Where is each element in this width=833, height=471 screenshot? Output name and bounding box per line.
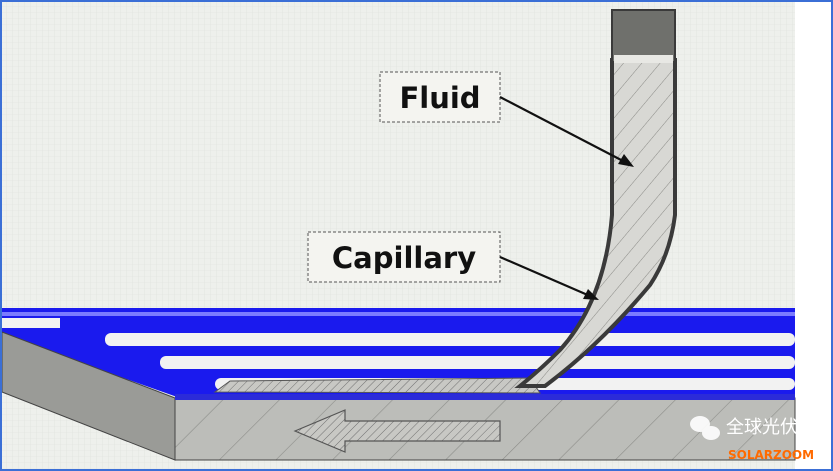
- watermark-wechat-name: 全球光伏: [726, 417, 798, 438]
- finger-stripe: [160, 356, 795, 369]
- capillary-leader-line: [499, 255, 591, 298]
- capillary-label-box: [307, 231, 501, 283]
- deposited-fluid: [213, 377, 541, 394]
- watermark-brand: SOLARZOOM: [728, 448, 814, 462]
- fluid-leader-line: [499, 96, 626, 163]
- finger-stripe: [105, 333, 795, 346]
- capillary-label: Capillary: [332, 241, 476, 275]
- wechat-icon: [690, 416, 720, 440]
- capillary-cap: [611, 9, 676, 63]
- flow-direction-arrow: [293, 409, 501, 453]
- fluid-label: Fluid: [399, 81, 480, 115]
